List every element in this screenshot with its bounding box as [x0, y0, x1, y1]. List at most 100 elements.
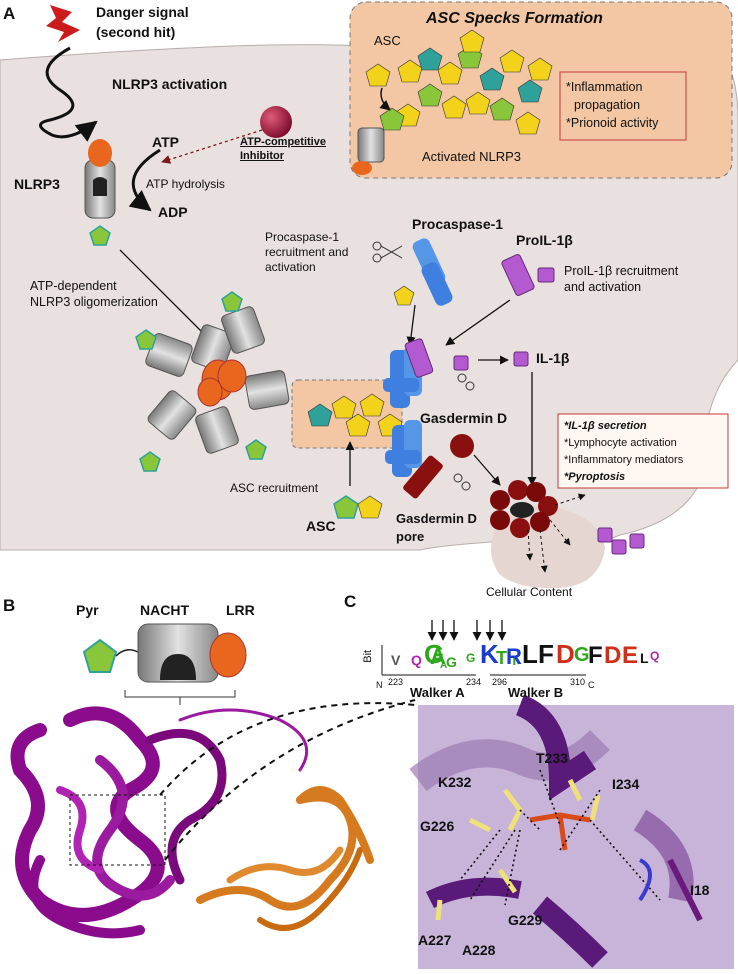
- logo-c-label: C: [588, 680, 595, 690]
- logo-b-letter: R: [506, 644, 522, 669]
- logo-a-letter: G: [424, 639, 445, 669]
- residue-label: G226: [420, 818, 455, 834]
- logo-b-letter: F: [538, 639, 554, 669]
- released-il1b: [597, 527, 645, 555]
- logo-bits-label: Bit: [362, 649, 375, 663]
- residue-label: I234: [612, 776, 640, 792]
- cellular-content-label: Cellular Content: [486, 585, 573, 599]
- logo-a-letter: A: [430, 644, 446, 669]
- outcomes-box: [557, 413, 729, 489]
- logo-b-letter: Q: [650, 649, 660, 663]
- logo-a-letter: K: [480, 639, 499, 669]
- il1b-label: IL-1β: [536, 350, 570, 366]
- gasdermin-pore: [490, 480, 558, 538]
- logo-a-letter: G: [446, 654, 457, 670]
- logo-a-letter: T: [496, 648, 507, 668]
- procaspase-recruit-line1: Procaspase-1: [265, 230, 340, 244]
- logo-a-letter: G: [466, 651, 476, 665]
- residue-label: T233: [536, 750, 568, 766]
- proil-recruit-line1: ProIL-1β recruitment: [564, 264, 679, 278]
- protein-structure: [10, 706, 374, 939]
- adp-label: ADP: [158, 204, 188, 220]
- oligomerization-line1: ATP-dependent: [30, 279, 117, 293]
- danger-wave: [39, 46, 98, 142]
- outcome-2: *Lymphocyte activation: [564, 437, 677, 449]
- danger-signal-line1: Danger signal: [96, 4, 189, 20]
- specks-asc-label: ASC: [374, 33, 401, 48]
- lightning-icon: [46, 5, 80, 42]
- logo-b-letter: L: [640, 650, 649, 666]
- scissors-icon-2: [457, 373, 475, 391]
- outcome-3: *Inflammatory mediators: [564, 454, 684, 466]
- scissors-icon: [372, 241, 403, 263]
- outcome-1: *IL-1β secretion: [564, 420, 647, 432]
- logo-pos-a-end: 234: [466, 677, 482, 687]
- il1b-monomer: [513, 351, 529, 367]
- logo-a-letter: Q: [411, 652, 422, 668]
- atp-hydrolysis-arrow: [128, 148, 161, 212]
- specks-effect-1: *Inflammation: [566, 80, 643, 94]
- logo-b-letter: F: [588, 642, 603, 669]
- logo-a-letter: A: [440, 660, 448, 671]
- domain-schematic: [82, 623, 247, 705]
- nlrp3-label: NLRP3: [14, 176, 60, 192]
- panel-label-b: B: [3, 596, 16, 615]
- inhibitor-line1: ATP-competitive: [240, 136, 326, 148]
- activated-nlrp3-small: [352, 127, 385, 175]
- specks-effect-2: propagation: [574, 98, 641, 112]
- asc-recruitment-label: ASC recruitment: [230, 481, 319, 495]
- residue-label: A228: [462, 942, 496, 958]
- panel-label-c: C: [344, 592, 357, 611]
- outcome-4: *Pyroptosis: [564, 471, 626, 483]
- logo-axis: [381, 645, 586, 676]
- asc-speck-cluster: [365, 29, 553, 135]
- asc-label: ASC: [306, 518, 336, 534]
- nlrp3-activation-label: NLRP3 activation: [112, 76, 228, 92]
- walker-a-arrows: [427, 620, 507, 641]
- asc-monomer: [333, 495, 383, 519]
- specks-effect-3: *Prionoid activity: [566, 116, 659, 130]
- procaspase-recruit-line2: recruitment and: [265, 245, 349, 259]
- walker-box: [69, 794, 166, 866]
- inhibitor-ball: [260, 106, 292, 138]
- logo-a-letter: V: [391, 652, 401, 668]
- zoom-structure: [409, 694, 734, 969]
- domain-lrr-label: LRR: [226, 602, 255, 618]
- residue-label: K232: [438, 774, 472, 790]
- oligomerization-line2: NLRP3 oligomerization: [30, 295, 158, 309]
- panel-label-a: A: [3, 4, 16, 23]
- atp-label: ATP: [152, 134, 179, 150]
- procaspase-label: Procaspase-1: [412, 216, 504, 232]
- proil-label: ProIL-1β: [516, 232, 573, 248]
- danger-signal-line2: (second hit): [96, 24, 176, 40]
- procaspase-recruit-line3: activation: [265, 260, 316, 274]
- logo-a-letter: T: [510, 652, 519, 668]
- logo-pos-b-start: 296: [492, 677, 508, 687]
- logo-b-letter: L: [522, 639, 538, 669]
- specks-activated-label: Activated NLRP3: [422, 149, 521, 164]
- proil-recruit-line2: and activation: [564, 280, 642, 294]
- residue-label: I18: [690, 882, 710, 898]
- walker-a-label: Walker A: [410, 685, 465, 700]
- gasdermin-pore-line2: pore: [396, 529, 425, 544]
- residue-label: G229: [508, 912, 543, 928]
- logo-b-letter: E: [622, 642, 639, 669]
- logo-n-label: N: [376, 680, 383, 690]
- procaspase-1: [393, 238, 453, 306]
- specks-effects-box: [559, 71, 687, 141]
- logo-pos-b-end: 310: [570, 677, 586, 687]
- domain-nacht-label: NACHT: [140, 602, 189, 618]
- residue-label: A227: [418, 932, 452, 948]
- logo-b-letter: D: [604, 642, 622, 669]
- asc-chain: [307, 393, 403, 437]
- logo-pos-a-start: 223: [388, 677, 404, 687]
- logo-b-letter: D: [556, 639, 575, 669]
- caspase-complex: [383, 338, 474, 499]
- gasdermin-pore-line1: Gasdermin D: [396, 511, 477, 526]
- nlrp3-oligomer: [135, 291, 290, 472]
- gasdermin-label: Gasdermin D: [420, 410, 508, 426]
- atp-hydrolysis-label: ATP hydrolysis: [146, 177, 225, 191]
- logo-b-letter: G: [574, 644, 590, 666]
- walker-b-label: Walker B: [508, 685, 564, 700]
